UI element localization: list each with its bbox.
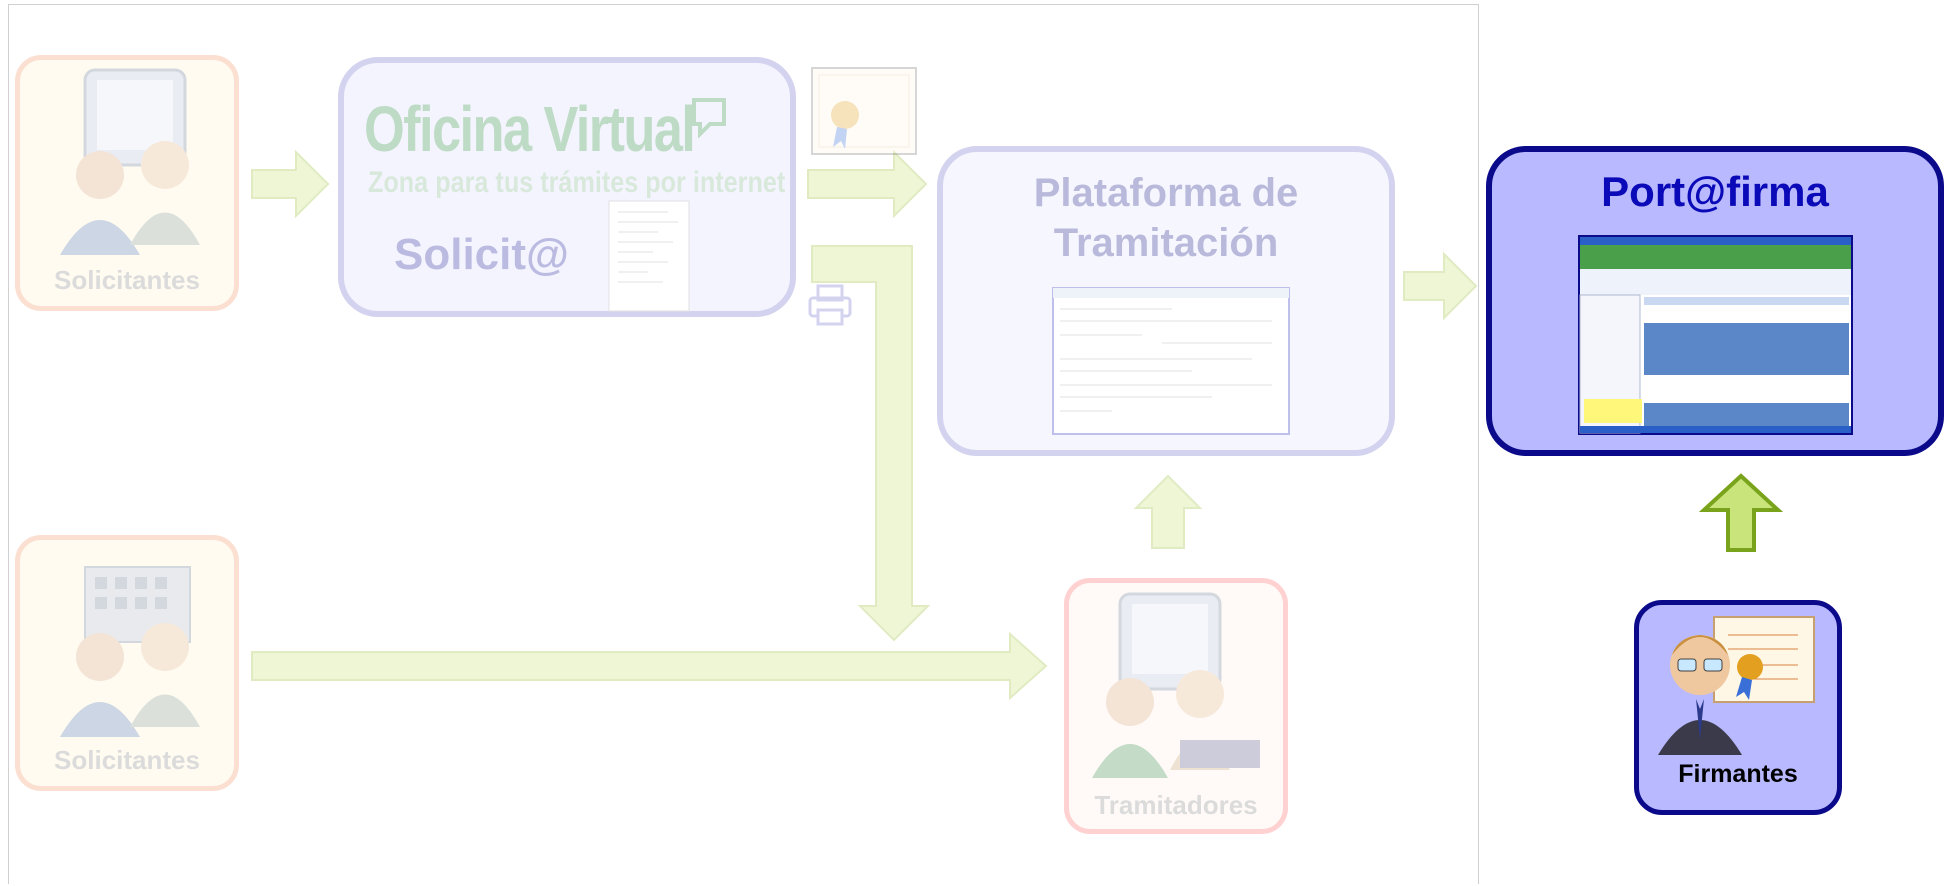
arrow-solicitantes-to-oficina (251, 149, 330, 219)
users-building-icon (60, 566, 200, 737)
firmante-certificate-icon (1658, 616, 1815, 755)
form-document-icon (608, 200, 690, 312)
certificate-icon (811, 67, 917, 155)
arrow-solicitantes-bottom-to-tramitadores (251, 631, 1048, 701)
arrow-oficina-to-plataforma (807, 149, 928, 219)
speech-bubble-icon (692, 98, 726, 138)
portafirma-screenshot-thumbnail (1578, 235, 1853, 435)
plataforma-title-line1: Plataforma de (1033, 171, 1299, 215)
plataforma-title: Plataforma de Tramitación (937, 168, 1395, 268)
solicitantes-top-node: Solicitantes (15, 55, 239, 311)
solicitantes-bottom-node: Solicitantes (15, 535, 239, 791)
oficina-virtual-box (338, 57, 796, 317)
solicitantes-top-label: Solicitantes (54, 265, 200, 295)
portafirma-title: Port@firma (1601, 168, 1829, 215)
plataforma-box (937, 146, 1395, 456)
plataforma-screenshot-thumbnail (1052, 287, 1290, 435)
arrow-oficina-down-to-tramitadores (811, 245, 931, 642)
firmantes-label: Firmantes (1678, 760, 1798, 788)
printer-icon (808, 284, 852, 326)
oficina-virtual-title: Oficina Virtual (364, 93, 696, 165)
solicitantes-top-box (15, 55, 239, 311)
oficina-virtual-subtitle: Zona para tus trámites por internet (368, 166, 786, 199)
solicita-label: Solicit@ (394, 230, 569, 279)
diagram-frame (8, 4, 1479, 884)
tramitadores-computer-icon (1092, 592, 1260, 778)
tramitadores-label: Tramitadores (1094, 790, 1258, 820)
arrow-tramitadores-up-to-plataforma (1133, 474, 1203, 549)
arrow-plataforma-to-portafirma (1403, 251, 1478, 321)
arrow-firmantes-to-portafirma (1698, 473, 1784, 552)
solicitantes-bottom-label: Solicitantes (54, 745, 200, 775)
users-computer-icon (60, 68, 200, 255)
plataforma-title-line2: Tramitación (1053, 221, 1279, 265)
solicitantes-bottom-box (15, 535, 239, 791)
tramitadores-box (1064, 578, 1288, 834)
